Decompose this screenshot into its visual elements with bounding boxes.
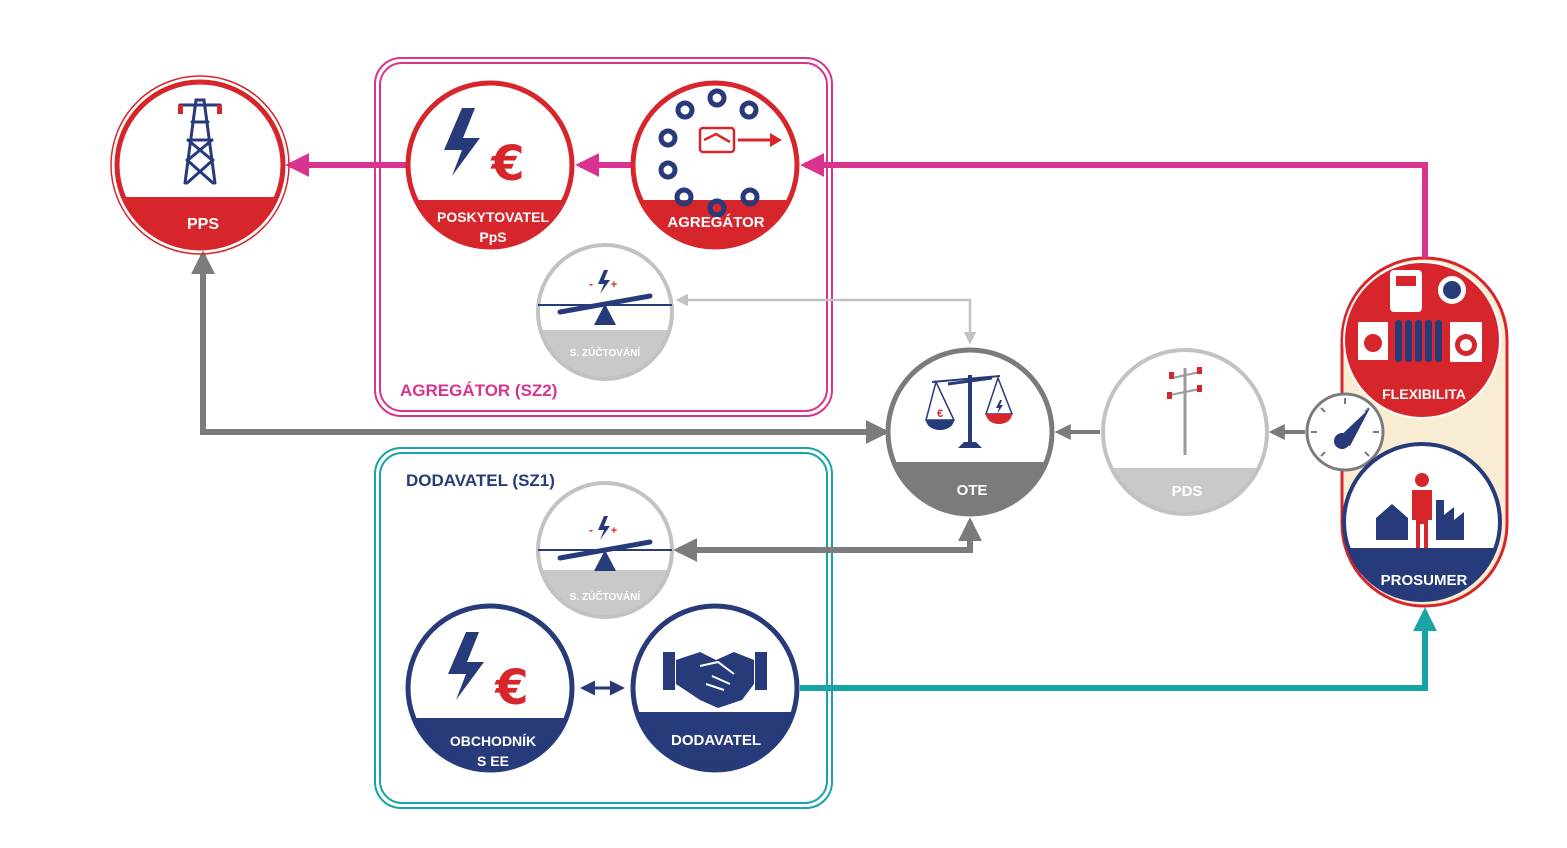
pds-label: PDS (1172, 483, 1203, 500)
szuctovani-bottom-label: S. ZÚČTOVÁNÍ (570, 590, 641, 603)
seesaw-balance-icon: - + (538, 516, 672, 571)
node-pds: PDS (1101, 348, 1269, 516)
arrow-ote-pps (191, 250, 890, 444)
svg-text:-: - (589, 523, 593, 537)
dodavatel-group-label: DODAVATEL (SZ1) (406, 471, 555, 490)
arrow-dodavatel-to-prosumer (800, 607, 1437, 691)
svg-text:+: + (611, 279, 617, 291)
node-poskytovatel: € POSKYTOVATEL PpS (405, 80, 575, 250)
appliances-icon (1358, 270, 1482, 362)
node-szuctovani-top: - + S. ZÚČTOVÁNÍ (536, 243, 674, 381)
node-pps: PPS (110, 75, 290, 255)
dodavatel-group-box: DODAVATEL (SZ1) (374, 447, 833, 809)
svg-text:€: € (937, 408, 943, 420)
handshake-network-icon (658, 88, 782, 218)
node-flexibilita: FLEXIBILITA (1343, 261, 1501, 419)
obchodnik-label-line2: S EE (477, 753, 509, 769)
svg-text:€: € (490, 136, 524, 192)
connectors (191, 153, 1437, 696)
distribution-pole-icon (1167, 367, 1202, 455)
node-obchodnik: € OBCHODNÍK S EE (405, 603, 575, 773)
gauge-meter-icon (1305, 392, 1385, 472)
handshake-icon (663, 652, 767, 708)
scales-icon: € (925, 375, 1014, 448)
arrow-ote-szuctovani-top (675, 293, 977, 345)
seesaw-balance-icon: - + (538, 270, 672, 325)
node-szuctovani-bottom: - + S. ZÚČTOVÁNÍ (536, 481, 674, 619)
arrow-flex-to-agregator (800, 153, 1428, 258)
lightning-euro-icon: € (448, 632, 529, 716)
node-dodavatel: DODAVATEL (630, 603, 800, 773)
arrow-ote-szuctovani-bottom (673, 517, 982, 562)
szuctovani-top-label: S. ZÚČTOVÁNÍ (570, 346, 641, 359)
agregator-group-label: AGREGÁTOR (SZ2) (400, 381, 557, 400)
node-ote: € OTE (885, 347, 1055, 517)
lightning-euro-icon: € (444, 108, 525, 192)
power-pylon-icon (178, 98, 222, 185)
svg-text:€: € (494, 660, 528, 716)
poskytovatel-label-line2: PpS (479, 229, 506, 245)
node-agregator: AGREGÁTOR (630, 80, 800, 250)
ote-label: OTE (957, 482, 988, 499)
pps-label: PPS (187, 216, 219, 233)
flexibilita-label: FLEXIBILITA (1382, 386, 1466, 402)
agregator-label: AGREGÁTOR (667, 214, 764, 231)
prosumer-label: PROSUMER (1381, 572, 1468, 589)
obchodnik-label-line1: OBCHODNÍK (450, 733, 536, 749)
svg-text:-: - (589, 277, 593, 291)
dodavatel-label: DODAVATEL (671, 732, 761, 749)
prosumer-house-factory-icon (1376, 473, 1464, 548)
poskytovatel-label-line1: POSKYTOVATEL (437, 209, 549, 225)
svg-text:+: + (611, 525, 617, 537)
